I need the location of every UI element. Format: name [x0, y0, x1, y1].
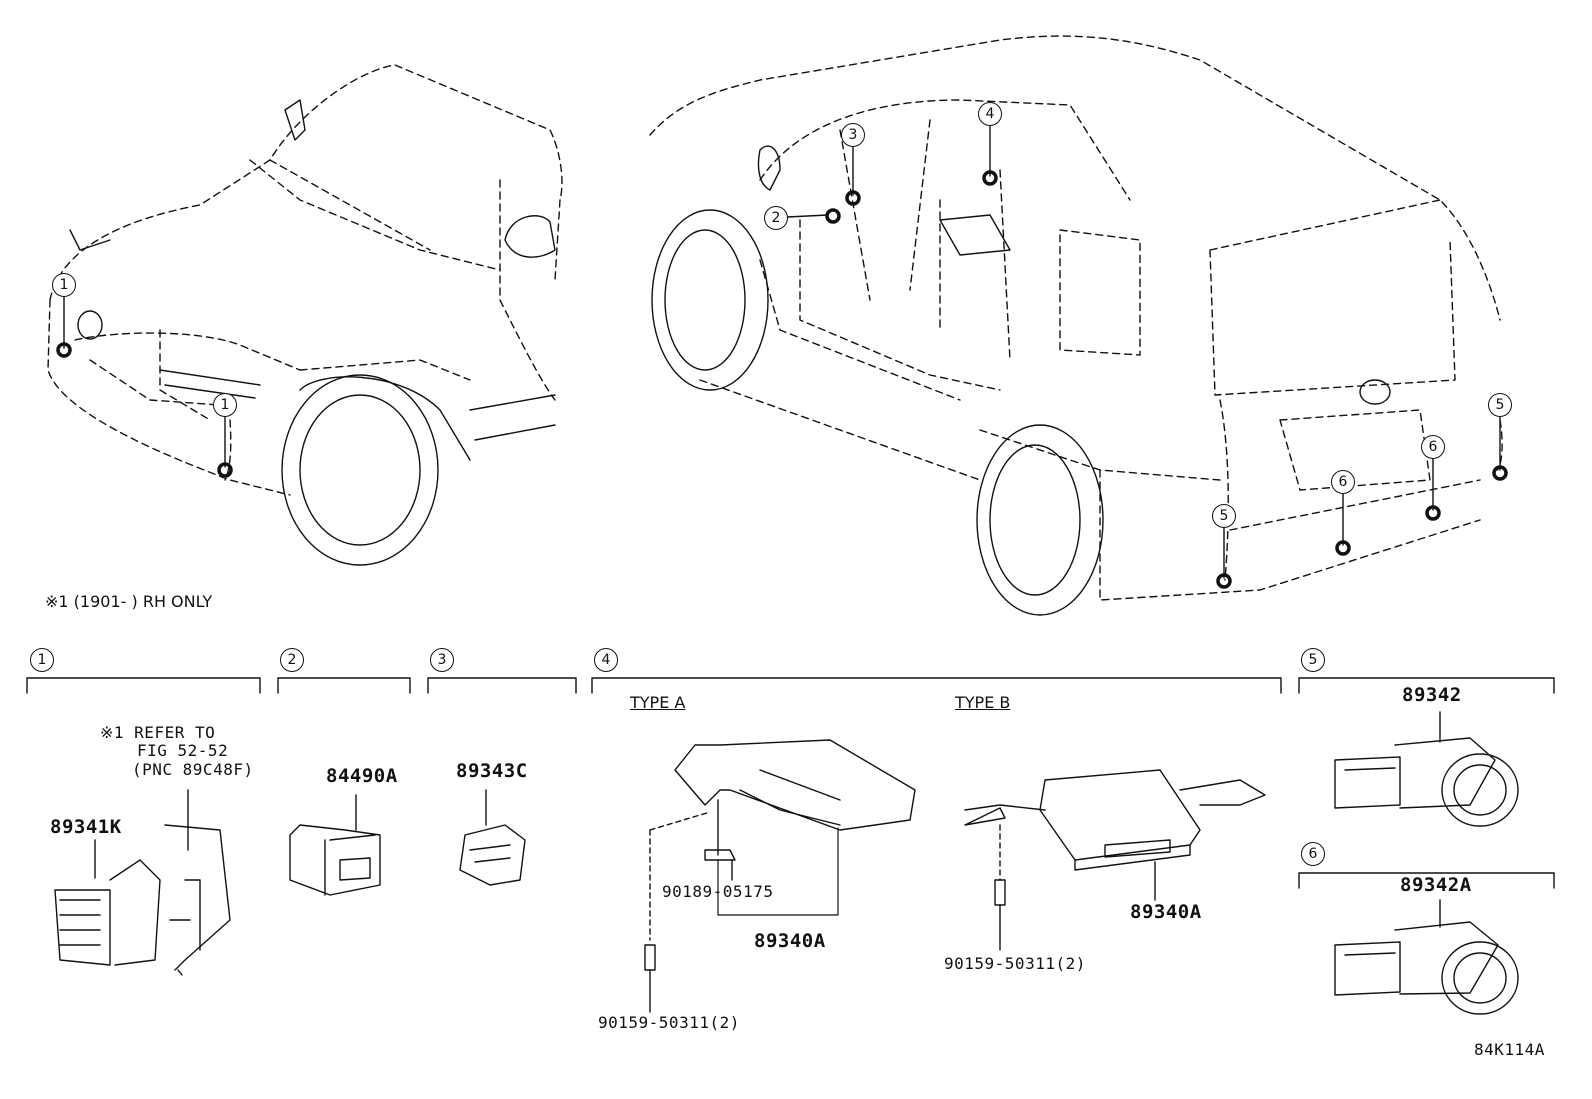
type-b-label: TYPE B: [955, 693, 1011, 712]
group-header-5: 5: [1301, 648, 1325, 672]
part-number-89342a[interactable]: 89342A: [1400, 874, 1472, 896]
callout-6-rear-right: 6: [1421, 435, 1445, 459]
refer-note-line2: FIG 52-52: [137, 741, 229, 760]
part-number-89342[interactable]: 89342: [1402, 684, 1462, 706]
sensor-89342a-illustration: [1334, 899, 1519, 1015]
group-header-1: 1: [30, 648, 54, 672]
callout-4: 4: [978, 102, 1002, 126]
rh-only-note: ※1 (1901- ) RH ONLY: [45, 592, 213, 611]
ecu-type-a-illustration: [644, 739, 916, 1013]
part-number-90189-05175[interactable]: 90189-05175: [662, 882, 774, 901]
callout-5-rear-left: 5: [1212, 504, 1236, 528]
part-number-89343c[interactable]: 89343C: [456, 760, 528, 782]
part-number-89340a-type-b[interactable]: 89340A: [1130, 901, 1202, 923]
group-header-4: 4: [594, 648, 618, 672]
rear-vehicle-illustration: [649, 35, 1503, 616]
diagram-id: 84K114A: [1474, 1040, 1545, 1059]
group-header-2: 2: [280, 648, 304, 672]
callout-2: 2: [764, 206, 788, 230]
callout-1-front-left: 1: [52, 273, 76, 297]
group-header-3: 3: [430, 648, 454, 672]
sensor-89341k-illustration: [54, 789, 231, 976]
callout-6-rear-left: 6: [1331, 470, 1355, 494]
part-number-84490a[interactable]: 84490A: [326, 765, 398, 787]
switch-84490a-illustration: [289, 794, 381, 896]
sensor-location-markers: [56, 170, 1508, 589]
front-vehicle-illustration: [47, 64, 563, 566]
refer-note-line1: ※1 REFER TO: [100, 723, 216, 742]
group-brackets: [26, 677, 1555, 889]
group-header-6: 6: [1301, 842, 1325, 866]
part-number-90159-50311-type-a[interactable]: 90159-50311(2): [598, 1013, 740, 1032]
callout-leaders: [63, 124, 1501, 579]
sensor-89342-illustration: [1334, 711, 1519, 827]
part-number-90159-50311-type-b[interactable]: 90159-50311(2): [944, 954, 1086, 973]
callout-1-front-lower: 1: [213, 393, 237, 417]
part-number-89341k[interactable]: 89341K: [50, 816, 122, 838]
sensor-89343c-illustration: [459, 789, 526, 886]
ecu-type-b-illustration: [964, 769, 1266, 951]
callout-3: 3: [841, 123, 865, 147]
part-number-89340a-type-a[interactable]: 89340A: [754, 930, 826, 952]
callout-5-rear-right: 5: [1488, 393, 1512, 417]
refer-note-line3: (PNC 89C48F): [132, 760, 254, 779]
type-a-label: TYPE A: [630, 693, 686, 712]
